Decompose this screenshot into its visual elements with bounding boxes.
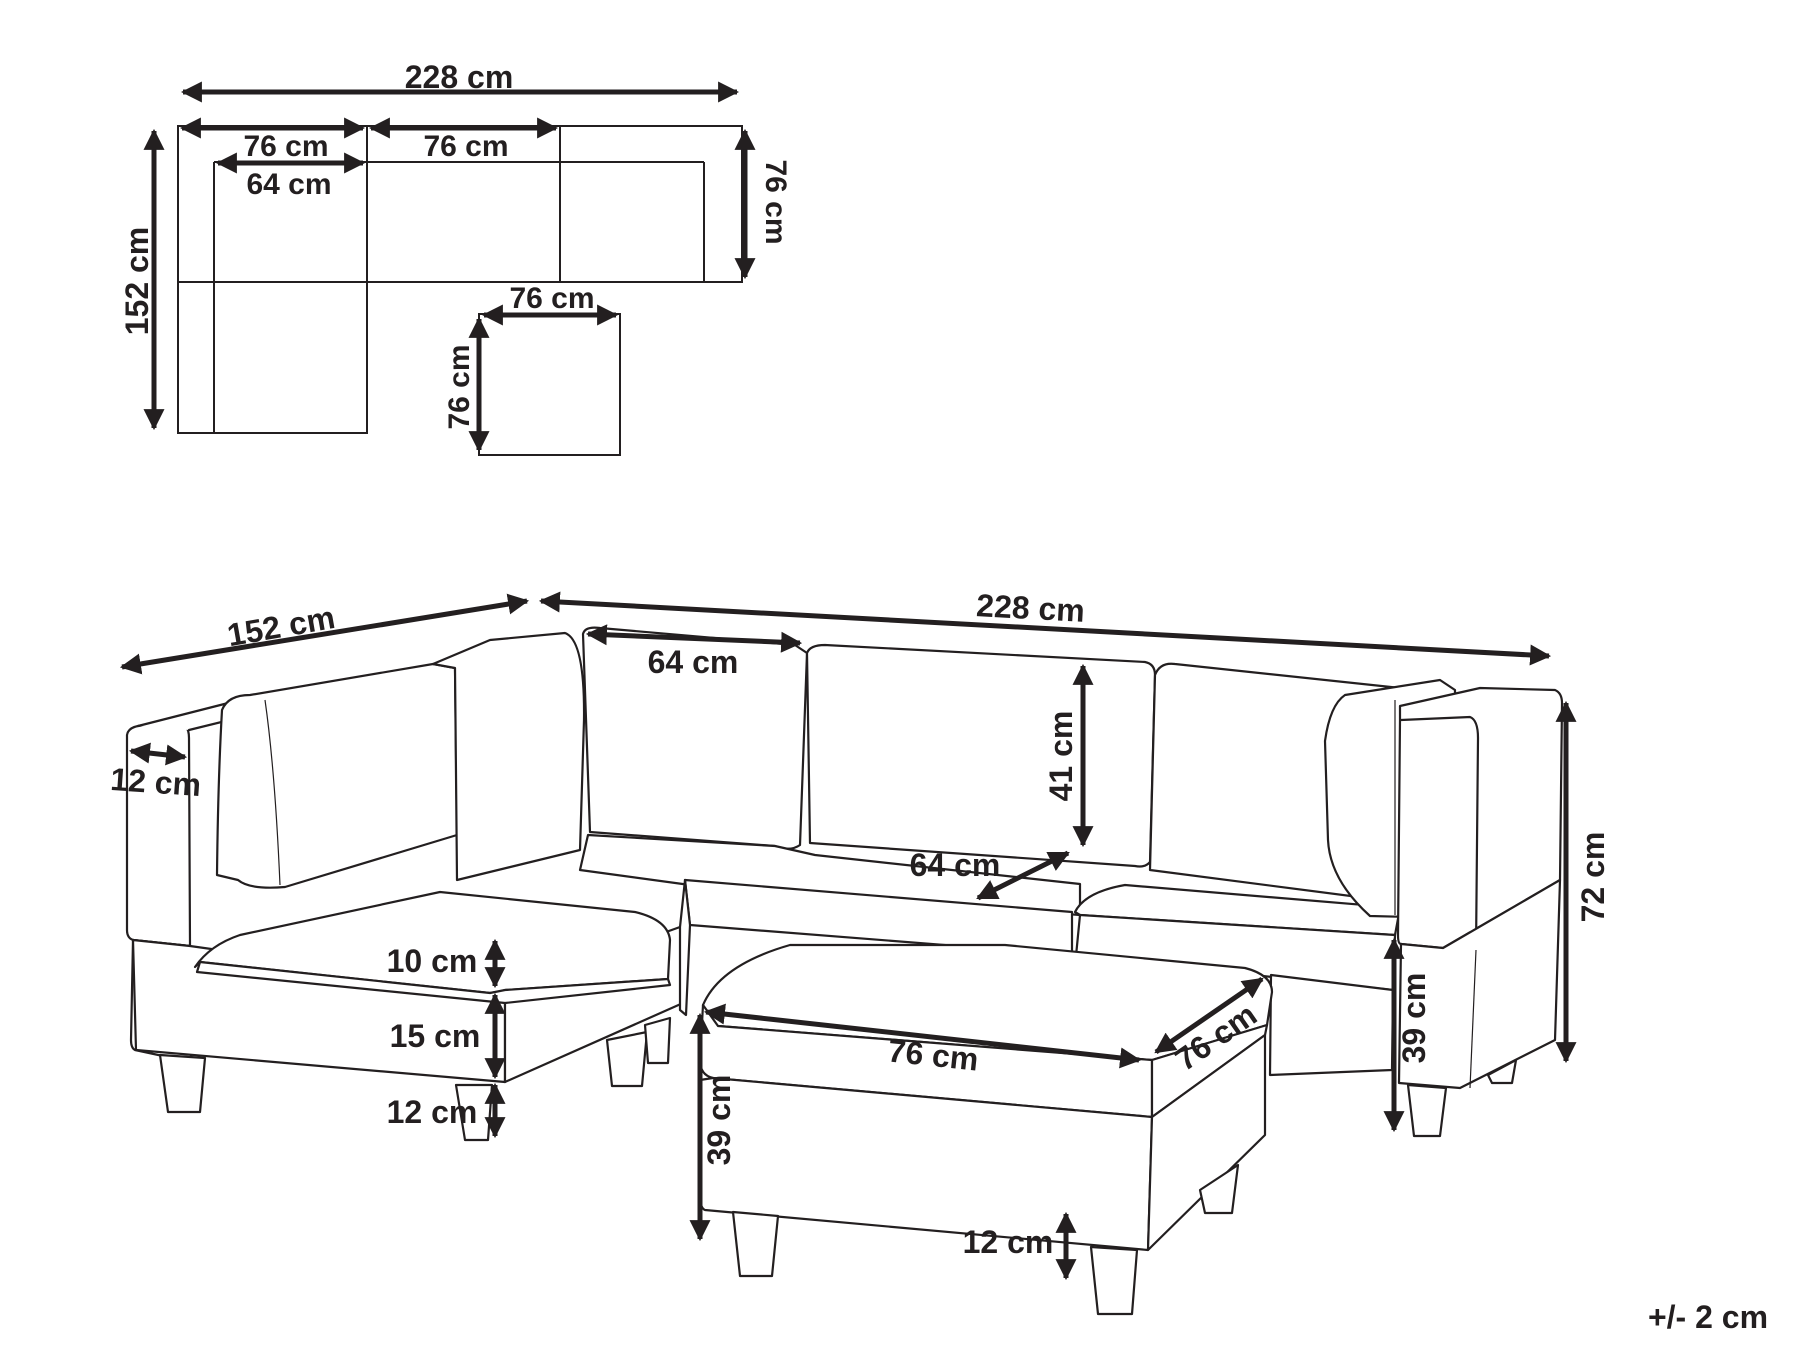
label-plan-overall-width: 228 cm bbox=[405, 59, 514, 95]
label-plan-module-2: 76 cm bbox=[423, 130, 508, 163]
perspective-view: 152 cm 228 cm 64 cm 12 cm 41 cm 64 cm 72… bbox=[109, 587, 1611, 1316]
label-leg-height: 12 cm bbox=[387, 1094, 478, 1130]
label-front-length: 228 cm bbox=[975, 587, 1085, 629]
label-seat-width: 64 cm bbox=[648, 644, 739, 680]
tolerance-note: +/- 2 cm bbox=[1648, 1299, 1768, 1335]
plan-ottoman bbox=[478, 313, 621, 456]
dim-arrow-seat-depth bbox=[976, 850, 1070, 901]
label-plan-ottoman-width: 76 cm bbox=[509, 282, 594, 315]
dim-arrow-ottoman-depth bbox=[1154, 976, 1264, 1055]
dim-arrow-front-length bbox=[538, 591, 1552, 666]
dim-arrow-armrest-width bbox=[128, 742, 188, 766]
right-module bbox=[1073, 662, 1564, 1138]
label-seat-depth: 64 cm bbox=[910, 847, 1001, 883]
plan-view: 228 cm 76 cm 76 cm 64 cm 152 cm 76 cm 76… bbox=[119, 59, 792, 456]
label-seat-cushion: 10 cm bbox=[387, 943, 478, 979]
label-plan-module-depth: 76 cm bbox=[759, 159, 792, 244]
dim-arrow-seat-width bbox=[585, 624, 803, 653]
label-ottoman-height: 39 cm bbox=[701, 1075, 737, 1166]
left-module bbox=[131, 631, 685, 1142]
label-ottoman-leg: 12 cm bbox=[963, 1224, 1054, 1260]
label-plan-overall-depth: 152 cm bbox=[119, 227, 155, 336]
label-backrest-height: 41 cm bbox=[1043, 711, 1079, 802]
label-total-height: 72 cm bbox=[1575, 832, 1611, 923]
label-armrest-width: 12 cm bbox=[109, 761, 202, 803]
dim-arrow-ottoman-width bbox=[703, 1003, 1142, 1069]
label-base-height: 15 cm bbox=[390, 1018, 481, 1054]
label-seat-height: 39 cm bbox=[1396, 973, 1432, 1064]
label-plan-ottoman-depth: 76 cm bbox=[443, 344, 476, 429]
dim-arrow-side-length bbox=[119, 593, 530, 675]
label-plan-module-1: 76 cm bbox=[243, 130, 328, 163]
label-plan-seat-width: 64 cm bbox=[246, 168, 331, 201]
label-side-length: 152 cm bbox=[225, 599, 338, 653]
